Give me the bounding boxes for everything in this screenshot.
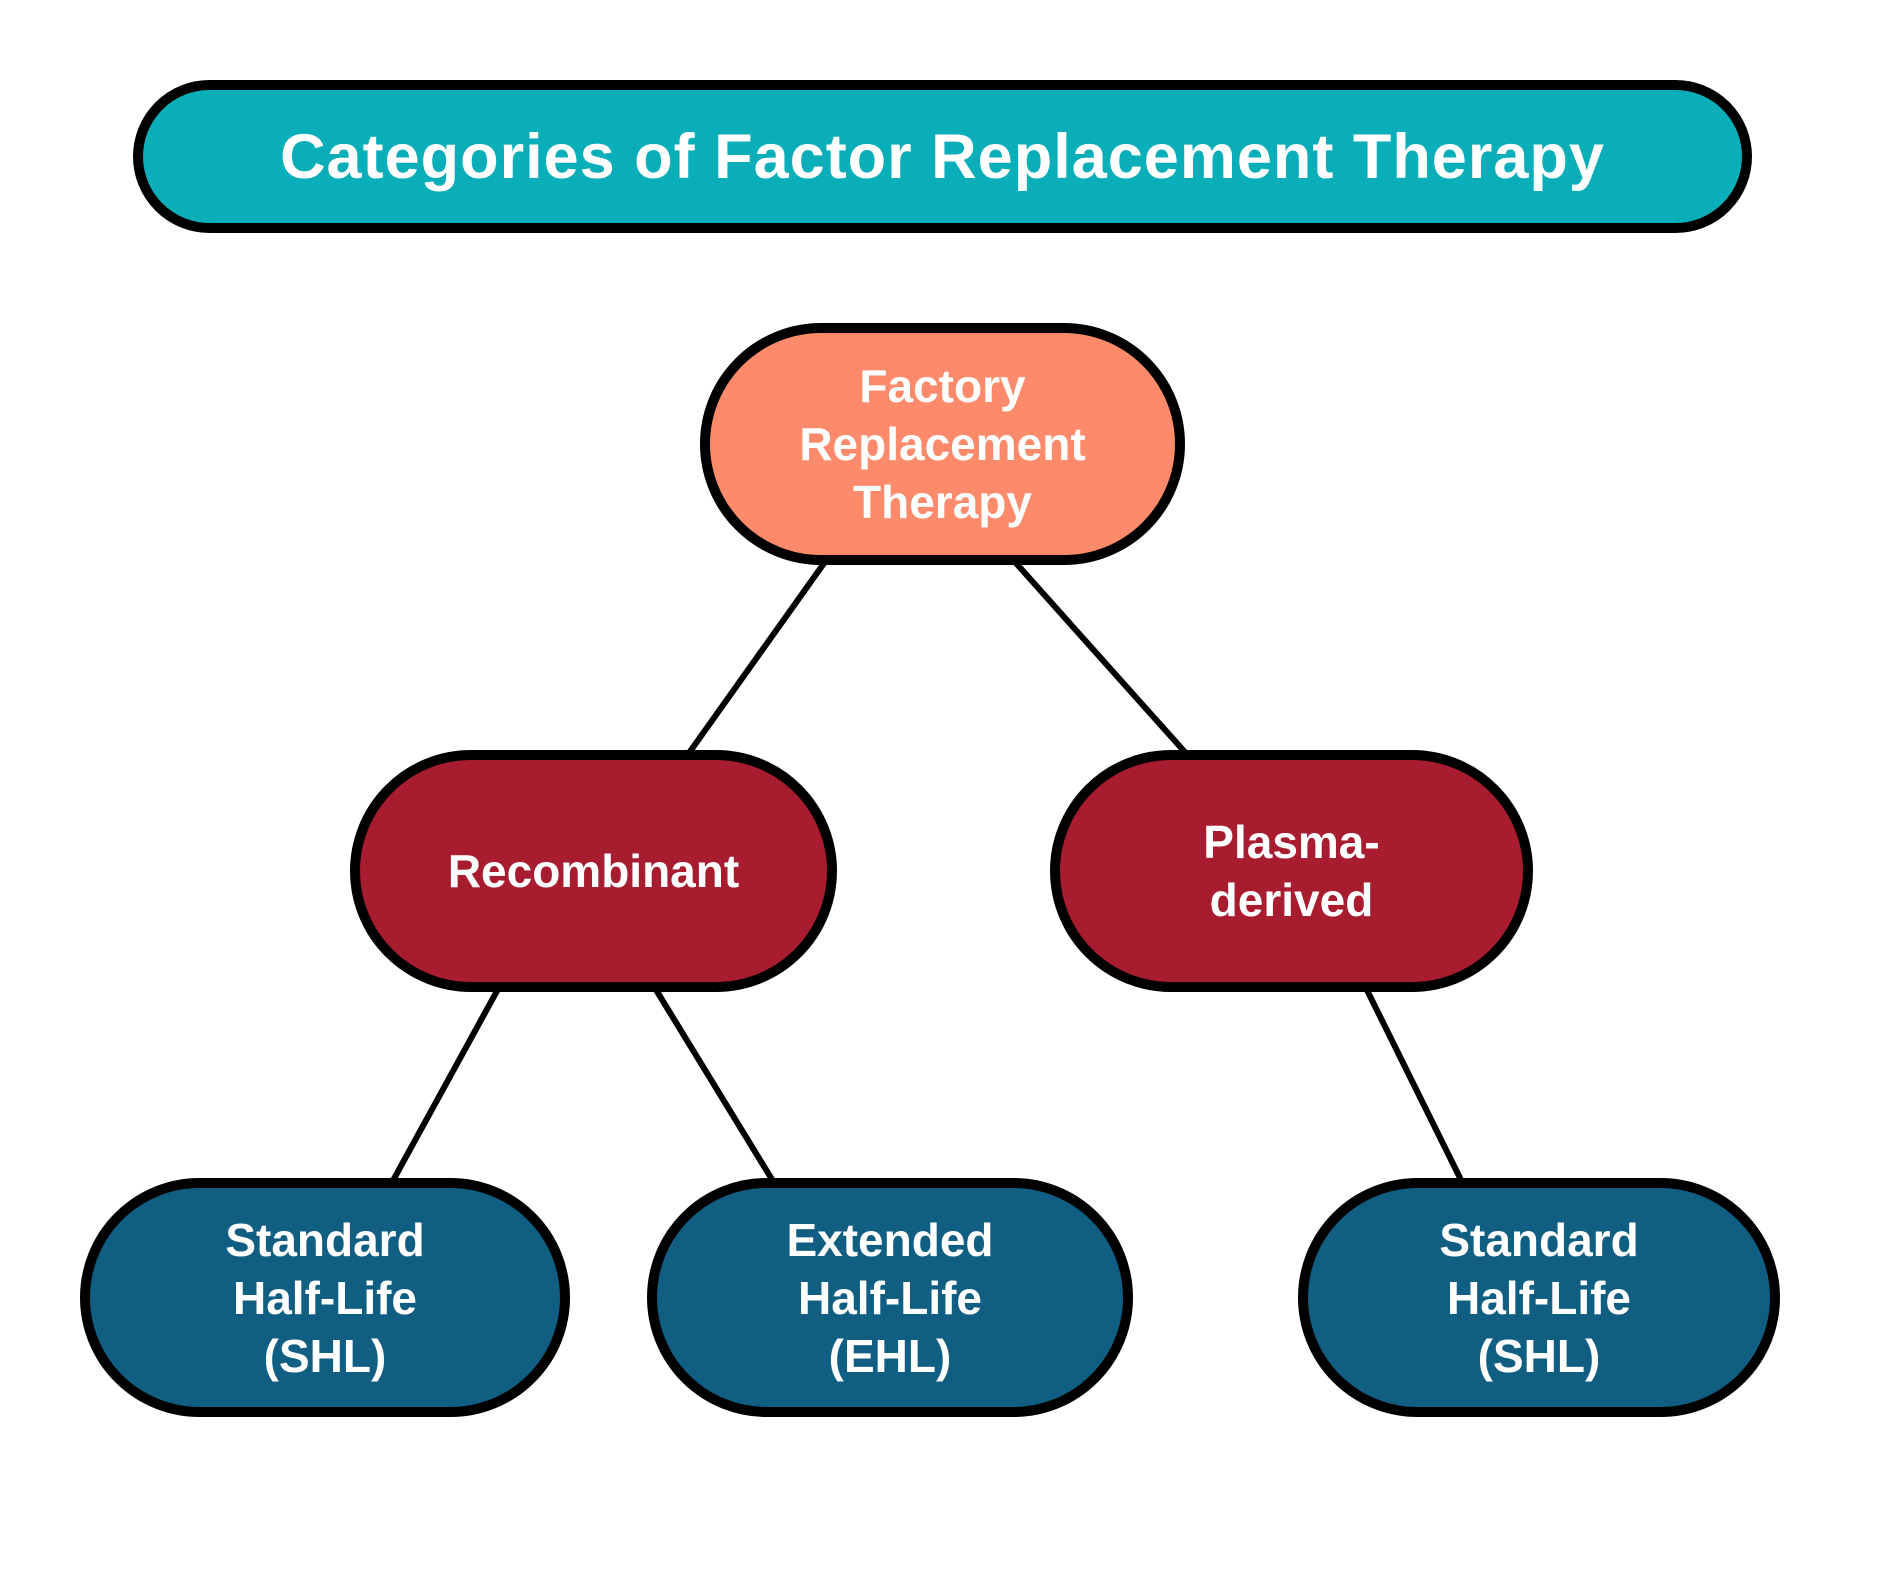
node-label-line: Half-Life: [233, 1271, 417, 1324]
node-label-line: (SHL): [263, 1329, 387, 1382]
node-label-line: Standard: [225, 1213, 425, 1266]
node-label-line: Factory: [859, 360, 1026, 412]
connector-recombinant-to-shl: [387, 977, 506, 1189]
node-label-line: derived: [1209, 874, 1374, 926]
diagram-title-label: Categories of Factor Replacement Therapy: [280, 121, 1605, 192]
node-factory-replacement-therapy: Factory Replacement Therapy: [700, 323, 1185, 565]
node-label-line: Recombinant: [447, 845, 740, 897]
node-label-line: Therapy: [853, 476, 1032, 528]
node-label-line: (EHL): [828, 1329, 952, 1382]
node-label-line: Half-Life: [1447, 1271, 1631, 1324]
node-label-line: Plasma-: [1203, 816, 1380, 868]
node-label-line: Extended: [786, 1213, 994, 1266]
node-standard-half-life-left: Standard Half-Life (SHL): [80, 1178, 570, 1417]
connector-plasma-to-shl: [1359, 977, 1467, 1189]
node-label-line: Replacement: [799, 418, 1086, 470]
connector-root-to-plasma: [1003, 549, 1195, 763]
diagram-title: Categories of Factor Replacement Therapy: [133, 80, 1752, 233]
node-recombinant: Recombinant: [350, 750, 837, 992]
connector-recombinant-to-ehl: [647, 977, 779, 1189]
node-label-line: Half-Life: [798, 1271, 982, 1324]
node-label-line: (SHL): [1477, 1329, 1601, 1382]
node-plasma-derived: Plasma- derived: [1050, 750, 1533, 992]
node-extended-half-life: Extended Half-Life (EHL): [647, 1178, 1133, 1417]
connector-root-to-recombinant: [681, 549, 835, 763]
node-label-line: Standard: [1439, 1213, 1639, 1266]
node-standard-half-life-right: Standard Half-Life (SHL): [1298, 1178, 1780, 1417]
